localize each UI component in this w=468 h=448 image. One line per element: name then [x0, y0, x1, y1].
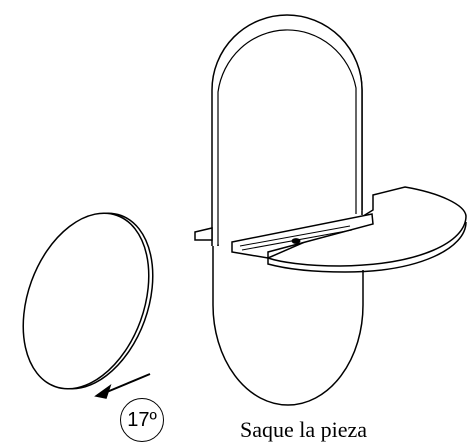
step-number: 17º [127, 408, 157, 431]
pull-arrow-shaft [102, 374, 150, 394]
shelf-left-tab [195, 228, 212, 240]
shelf-hole [292, 239, 300, 244]
instruction-caption: Saque la pieza [240, 417, 368, 442]
half-round-shelf-thickness [268, 222, 466, 272]
shelf-front-strip [232, 214, 373, 258]
tall-panel-inner-edge [218, 30, 356, 246]
round-piece-front [0, 196, 171, 407]
pull-arrow-head [96, 386, 110, 398]
half-round-shelf [268, 187, 466, 266]
step-number-badge: 17º [120, 398, 164, 442]
tall-panel-lower [213, 246, 363, 405]
tall-panel [212, 15, 362, 246]
